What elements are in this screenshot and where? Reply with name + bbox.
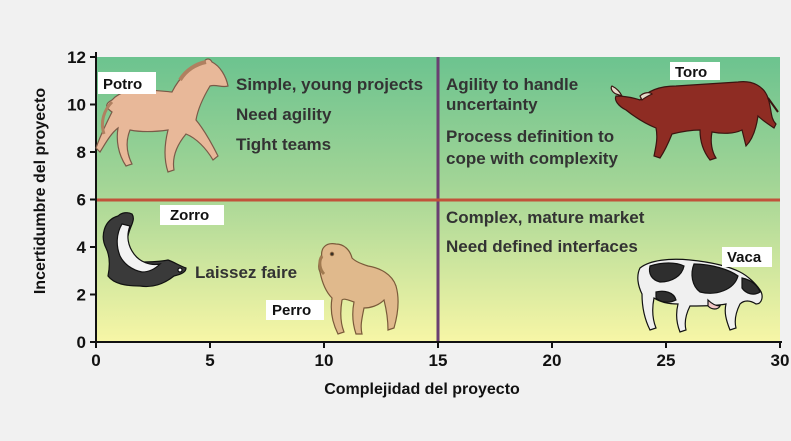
animal-label-box — [98, 72, 156, 94]
x-tick-label: 5 — [205, 351, 214, 370]
note-top-right-4: cope with complexity — [446, 149, 618, 168]
y-tick-label: 12 — [67, 48, 86, 67]
y-tick-label: 0 — [77, 333, 86, 352]
y-tick-label: 4 — [77, 238, 87, 257]
axis-tick-labels: 0 5 10 15 20 25 30 0 2 4 6 8 10 12 — [67, 48, 789, 370]
note-bottom-left-1: Laissez faire — [195, 263, 297, 282]
skunk-icon — [102, 212, 187, 288]
animal-label-zorro: Zorro — [170, 207, 209, 224]
y-tick-label: 8 — [77, 143, 86, 162]
animal-label-box — [670, 62, 720, 80]
axis-ticks — [90, 56, 781, 348]
note-top-left-1: Simple, young projects — [236, 75, 423, 94]
note-top-left-3: Tight teams — [236, 135, 331, 154]
x-tick-label: 0 — [91, 351, 100, 370]
horse-icon — [95, 58, 229, 173]
note-top-right-2: uncertainty — [446, 95, 538, 114]
x-tick-label: 20 — [543, 351, 562, 370]
animal-label-perro: Perro — [272, 302, 311, 319]
y-axis-label: Incertidumbre del proyecto — [32, 87, 49, 295]
animal-label-box — [160, 205, 224, 225]
animal-label-potro: Potro — [103, 76, 142, 93]
note-bottom-right-2: Need defined interfaces — [446, 237, 638, 256]
bull-icon — [610, 81, 779, 161]
animal-label-box — [722, 247, 772, 267]
x-tick-label: 25 — [657, 351, 676, 370]
note-top-right-1: Agility to handle — [446, 75, 578, 94]
x-tick-label: 15 — [429, 351, 448, 370]
y-tick-label: 6 — [77, 191, 86, 210]
y-tick-label: 2 — [77, 286, 86, 305]
y-tick-label: 10 — [67, 96, 86, 115]
note-top-right-3: Process definition to — [446, 127, 614, 146]
cow-icon — [637, 258, 763, 333]
note-top-left-2: Need agility — [236, 105, 332, 124]
x-tick-label: 10 — [315, 351, 334, 370]
dog-icon — [318, 243, 399, 335]
animal-label-vaca: Vaca — [727, 249, 762, 266]
x-tick-label: 30 — [771, 351, 790, 370]
note-bottom-right-1: Complex, mature market — [446, 208, 645, 227]
animal-label-box — [266, 300, 324, 320]
x-axis-label: Complejidad del proyecto — [324, 381, 520, 398]
animal-label-toro: Toro — [675, 64, 707, 81]
